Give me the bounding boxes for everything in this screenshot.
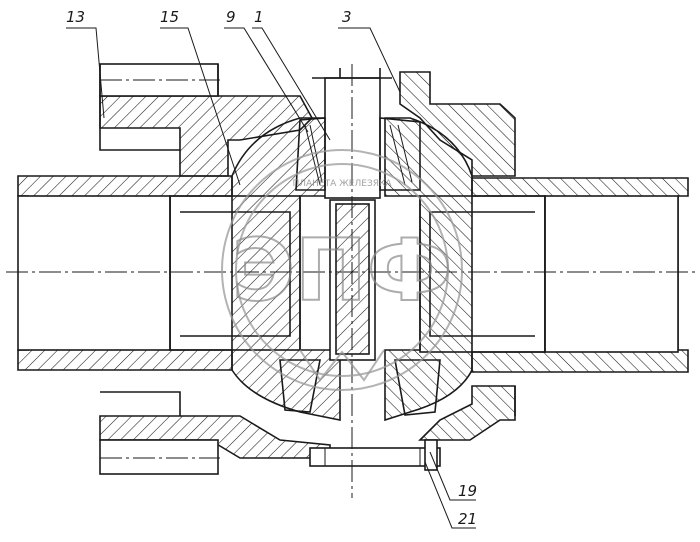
watermark-logo-text: ЭПФ bbox=[232, 221, 452, 321]
callout-19: 19 bbox=[458, 482, 477, 500]
callout-3: 3 bbox=[342, 8, 352, 26]
callout-15: 15 bbox=[160, 8, 179, 26]
lower-carrier-housing bbox=[99, 385, 516, 475]
right-side-gear bbox=[419, 195, 546, 353]
pinion-shaft bbox=[312, 68, 392, 361]
callout-9: 9 bbox=[226, 8, 236, 26]
left-side-gear bbox=[169, 195, 301, 351]
right-axle-shaft bbox=[471, 177, 689, 373]
callout-13: 13 bbox=[66, 8, 85, 26]
left-axle-shaft bbox=[17, 175, 233, 371]
leader-lines bbox=[66, 27, 476, 529]
watermark-seal: ЭПФ ПЛАНЕТА ЖЕЛЕЗЯКА bbox=[221, 149, 463, 391]
differential-case bbox=[231, 117, 473, 422]
callout-21: 21 bbox=[458, 510, 477, 528]
callout-1: 1 bbox=[254, 8, 264, 26]
watermark-ring-text: ПЛАНЕТА ЖЕЛЕЗЯКА bbox=[292, 179, 392, 189]
